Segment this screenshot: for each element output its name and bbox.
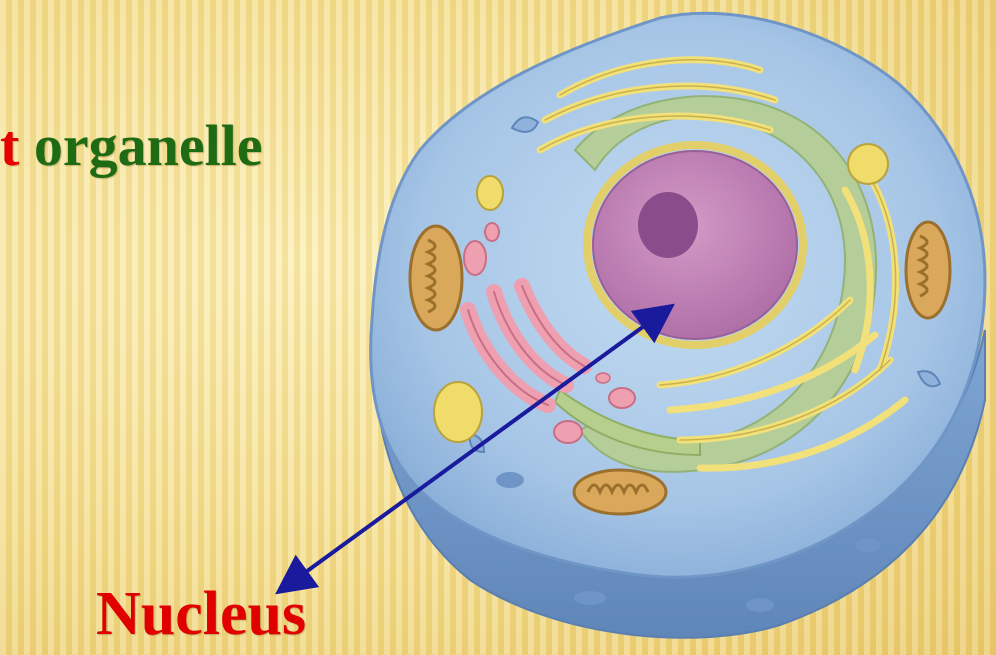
surface-vesicle bbox=[746, 598, 774, 612]
mitochondrion bbox=[410, 226, 462, 330]
nucleus bbox=[593, 151, 797, 339]
surface-vesicle bbox=[496, 472, 524, 488]
vesicle bbox=[596, 373, 610, 383]
mitochondrion bbox=[906, 222, 950, 318]
vesicle bbox=[464, 241, 486, 275]
surface-vesicle bbox=[856, 538, 880, 552]
mitochondrion bbox=[574, 470, 666, 514]
nucleolus bbox=[638, 192, 698, 258]
nucleus-label: Nucleus bbox=[96, 579, 306, 650]
lysosome bbox=[848, 144, 888, 184]
vesicle bbox=[485, 223, 499, 241]
vesicle bbox=[609, 388, 635, 408]
lysosome bbox=[434, 382, 482, 442]
lysosome bbox=[477, 176, 503, 210]
surface-vesicle bbox=[574, 591, 606, 605]
vesicle bbox=[554, 421, 582, 443]
